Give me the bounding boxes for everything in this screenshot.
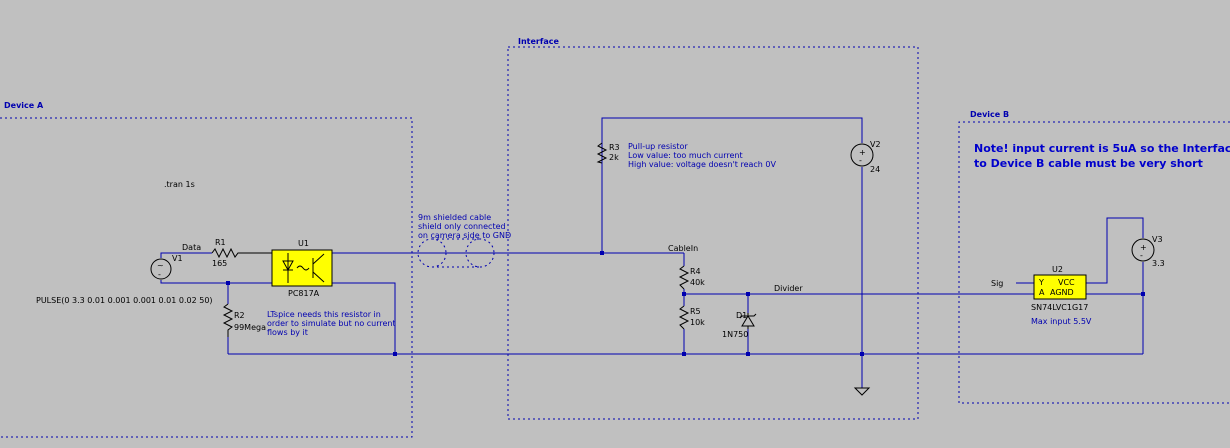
v2-source: + - V2 24	[850, 140, 881, 174]
svg-text:+: +	[859, 148, 866, 157]
pullup-comment-line-1: Pull-up resistor	[628, 142, 688, 151]
v3-value: 3.3	[1152, 259, 1165, 268]
v2-value: 24	[870, 165, 880, 174]
u2-pin-vcc: VCC	[1058, 278, 1075, 287]
note-line-2: to Device B cable must be very short	[974, 157, 1203, 170]
cable-comment-line-3: on camera side to GND	[418, 231, 511, 240]
interface-box: Interface	[507, 37, 919, 420]
pullup-comment-line-3: High value: voltage doesn't reach 0V	[628, 160, 777, 169]
junctions	[226, 251, 1145, 356]
r4-name: R4	[690, 267, 701, 276]
cable-comment-line-1: 9m shielded cable	[418, 213, 491, 222]
net-label-divider: Divider	[774, 284, 803, 293]
r4-resistor: R4 40k	[678, 265, 705, 290]
device-a-label: Device A	[4, 101, 44, 110]
r3-resistor: R3 2k	[596, 142, 620, 164]
svg-text:-: -	[859, 156, 862, 165]
u1-optocoupler: U1 PC817A	[271, 239, 333, 298]
r1-resistor: R1 165	[211, 238, 272, 268]
svg-text:-: -	[158, 270, 161, 279]
shielded-cable-symbol	[417, 238, 495, 268]
u2-value: SN74LVC1G17	[1031, 303, 1088, 312]
v2-name: V2	[870, 140, 881, 149]
r5-value: 10k	[690, 318, 705, 327]
d1-zener-diode: D1 1N750	[722, 311, 757, 339]
net-label-cablein: CableIn	[668, 244, 698, 253]
device-b-box: Device B	[958, 110, 1230, 404]
r2-value: 99Mega	[234, 323, 266, 332]
r2-resistor: R2 99Mega	[222, 303, 266, 337]
d1-value: 1N750	[722, 330, 748, 339]
r5-name: R5	[690, 307, 701, 316]
r2-comment-line-1: LTspice needs this resistor in	[267, 310, 381, 319]
r3-value: 2k	[609, 153, 619, 162]
u2-pin-a: A	[1039, 288, 1045, 297]
d1-name: D1	[736, 311, 747, 320]
u2-buffer: Y VCC A AGND U2 SN74LVC1G17	[1031, 265, 1088, 312]
svg-text:+: +	[1140, 243, 1147, 252]
r1-value: 165	[212, 259, 227, 268]
r2-name: R2	[234, 311, 245, 320]
v1-name: V1	[172, 254, 183, 263]
u2-name: U2	[1052, 265, 1063, 274]
interface-label: Interface	[518, 37, 559, 46]
u2-pin-y: Y	[1038, 278, 1044, 287]
ground-symbol	[853, 387, 871, 396]
wires	[160, 117, 1144, 388]
r2-comment-line-2: order to simulate but no current	[267, 319, 396, 328]
u1-name: U1	[298, 239, 309, 248]
svg-text:~: ~	[157, 261, 164, 270]
pullup-comment-line-2: Low value: too much current	[628, 151, 743, 160]
tran-directive: .tran 1s	[164, 180, 195, 189]
r3-name: R3	[609, 143, 620, 152]
net-label-data: Data	[182, 243, 201, 252]
u2-pin-agnd: AGND	[1050, 288, 1074, 297]
r5-resistor: R5 10k	[678, 305, 705, 330]
v3-source: + - V3 3.3	[1131, 235, 1165, 268]
device-a-box: Device A	[0, 101, 413, 438]
device-b-label: Device B	[970, 110, 1009, 119]
v1-value: PULSE(0 3.3 0.01 0.001 0.001 0.01 0.02 5…	[36, 296, 213, 305]
v3-name: V3	[1152, 235, 1163, 244]
r4-value: 40k	[690, 278, 705, 287]
r1-name: R1	[215, 238, 226, 247]
u1-value: PC817A	[288, 289, 320, 298]
svg-text:-: -	[1140, 251, 1143, 260]
note-line-1: Note! input current is 5uA so the Interf…	[974, 142, 1230, 155]
r2-comment-line-3: flows by it	[267, 328, 308, 337]
u2-comment: Max input 5.5V	[1031, 317, 1092, 326]
v1-source: ~ - V1 PULSE(0 3.3 0.01 0.001 0.001 0.01…	[36, 254, 213, 305]
cable-comment-line-2: shield only connected	[418, 222, 506, 231]
net-label-sig: Sig	[991, 279, 1003, 288]
